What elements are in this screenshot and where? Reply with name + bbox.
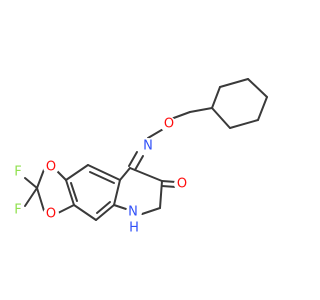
oxime-ether-chain	[128, 107, 213, 171]
dioxole-top-oxygen-label: O	[46, 160, 56, 175]
fluorine-top-label: F	[14, 165, 21, 180]
difluorodioxole-ring	[24, 166, 75, 215]
lactam-ring	[113, 167, 177, 215]
benzene-ring	[65, 164, 121, 221]
atom-labels: O N O N H O O F F	[11, 116, 190, 236]
carbonyl-oxygen-label: O	[177, 177, 187, 192]
amide-nitrogen-label: N	[128, 205, 138, 220]
molecule-structure-diagram: O N O N H O O F F	[11, 78, 268, 236]
cyclohexane-ring	[211, 78, 268, 129]
amide-hydrogen-label: H	[129, 221, 139, 236]
oxime-oxygen-label: O	[164, 117, 174, 132]
oxime-nitrogen-label: N	[143, 139, 153, 154]
dioxole-bottom-oxygen-label: O	[46, 207, 56, 222]
fluorine-bottom-label: F	[14, 203, 21, 218]
